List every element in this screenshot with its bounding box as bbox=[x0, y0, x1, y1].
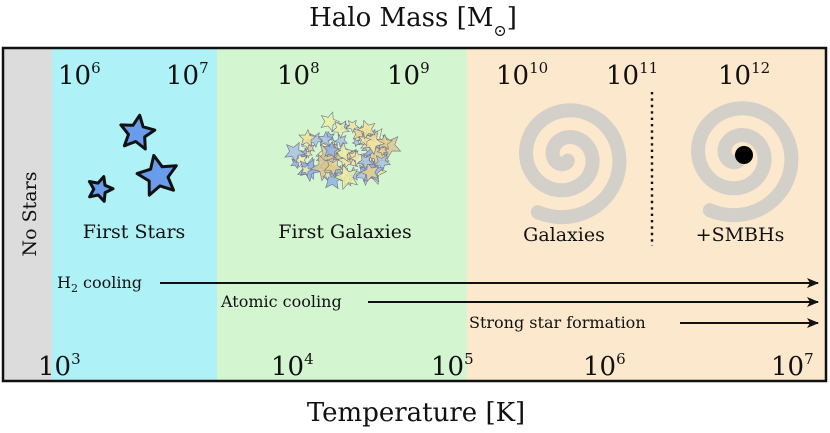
mass-tick-1e12: 1012 bbox=[718, 59, 770, 91]
first-galaxies-star-cluster bbox=[284, 111, 402, 191]
cluster-star-icon bbox=[322, 170, 333, 181]
mass-tick-1e7: 107 bbox=[166, 59, 209, 91]
atomic-cooling-label: Atomic cooling bbox=[220, 292, 342, 311]
temperature-tick-labels: 103 104 105 106 107 bbox=[38, 350, 814, 382]
first-star-icon bbox=[135, 153, 178, 197]
mass-tick-1e8: 108 bbox=[277, 59, 320, 91]
first-stars-icons bbox=[87, 113, 178, 203]
diagram-frame bbox=[1, 46, 828, 383]
galaxies-band bbox=[467, 48, 826, 381]
mass-tick-1e9: 109 bbox=[387, 59, 430, 91]
x-axis-label: Temperature [K] bbox=[307, 398, 525, 428]
smbh-label: +SMBHs bbox=[696, 224, 785, 246]
smbh-galaxy-spiral-icon bbox=[690, 101, 799, 223]
first-galaxies-label: First Galaxies bbox=[278, 221, 411, 243]
temp-tick-1e6: 106 bbox=[583, 350, 626, 382]
cluster-star-icon bbox=[317, 130, 334, 147]
cluster-star-icon bbox=[351, 138, 361, 148]
first-star-icon bbox=[87, 175, 115, 203]
first-stars-band bbox=[52, 48, 217, 381]
galaxy-spiral-icon bbox=[518, 103, 627, 225]
cluster-star-icon bbox=[323, 158, 343, 177]
cluster-star-icon bbox=[358, 132, 372, 147]
cluster-star-icon bbox=[284, 141, 306, 164]
cluster-star-icon bbox=[322, 140, 341, 159]
mass-tick-1e10: 1010 bbox=[496, 59, 548, 91]
cluster-star-icon bbox=[300, 163, 313, 177]
strong-sf-label: Strong star formation bbox=[469, 313, 646, 332]
cluster-star-icon bbox=[376, 133, 393, 151]
spiral-arm bbox=[518, 103, 627, 225]
cluster-star-icon bbox=[298, 128, 317, 147]
cluster-star-icon bbox=[303, 149, 313, 159]
no-stars-band bbox=[4, 48, 52, 381]
temp-tick-1e7: 107 bbox=[771, 350, 814, 382]
first-star-icon bbox=[119, 113, 157, 151]
mass-tick-1e6: 106 bbox=[58, 59, 101, 91]
cluster-star-icon bbox=[330, 120, 351, 139]
temp-tick-1e4: 104 bbox=[271, 350, 314, 382]
cluster-star-icon bbox=[356, 153, 375, 171]
cluster-star-icon bbox=[356, 119, 376, 140]
cluster-star-icon bbox=[345, 119, 360, 134]
mass-tick-labels: 106 107 108 109 1010 1011 1012 bbox=[58, 59, 770, 91]
cluster-star-icon bbox=[333, 164, 359, 191]
mass-tick-1e11: 1011 bbox=[606, 59, 658, 91]
cluster-star-icon bbox=[320, 111, 341, 133]
black-hole-dot bbox=[735, 146, 753, 164]
spiral-arm bbox=[690, 101, 799, 223]
no-stars-label: No Stars bbox=[19, 172, 41, 257]
cluster-star-icon bbox=[373, 154, 392, 172]
galaxies-label: Galaxies bbox=[523, 224, 605, 246]
temp-tick-1e3: 103 bbox=[38, 350, 81, 382]
first-galaxies-band bbox=[217, 48, 467, 381]
diagram-title: Halo Mass [M⊙] bbox=[309, 3, 517, 40]
temp-tick-1e5: 105 bbox=[431, 350, 474, 382]
h2-cooling-label: H2 cooling bbox=[57, 273, 142, 295]
first-stars-label: First Stars bbox=[83, 221, 186, 243]
